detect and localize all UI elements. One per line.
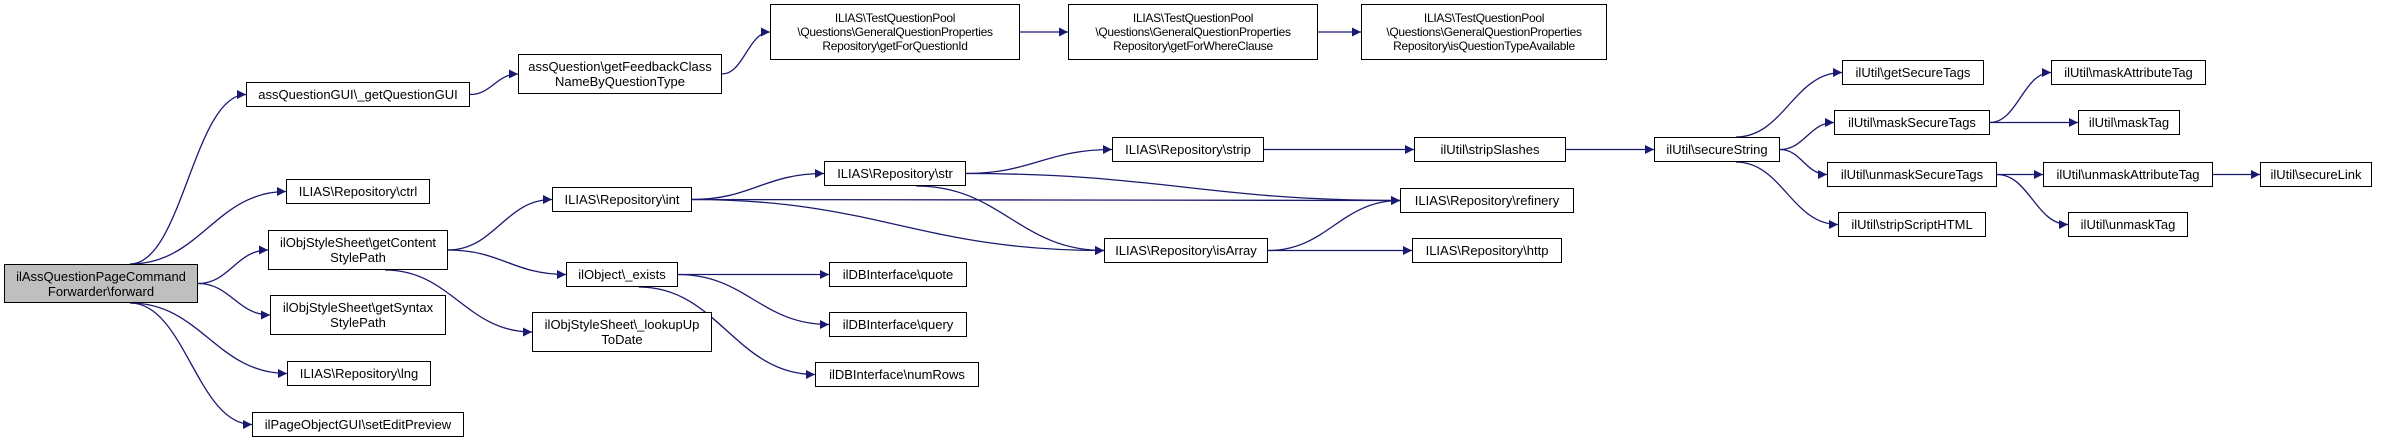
node-get-secure-tags[interactable]: ilUtil\getSecureTags (1842, 60, 1984, 85)
edge-str-to-refinery (965, 172, 1401, 205)
node-query[interactable]: ilDBInterface\query (829, 312, 967, 337)
edge-isArray-to-refinery (1267, 196, 1401, 252)
node-unmask-secure-tags[interactable]: ilUtil\unmaskSecureTags (1827, 162, 1997, 187)
edge-root-to-getSyntaxStylePath (197, 282, 271, 320)
node-strip-script-html[interactable]: ilUtil\stripScriptHTML (1838, 212, 1986, 237)
edge-root-to-getQuestionGUI (130, 90, 247, 265)
edge-getContentStylePath-to-exists (447, 249, 567, 279)
node-strip[interactable]: ILIAS\Repository\strip (1112, 137, 1264, 162)
node-is-array[interactable]: ILIAS\Repository\isArray (1104, 238, 1268, 263)
node-http[interactable]: ILIAS\Repository\http (1412, 238, 1562, 263)
node-secure-link[interactable]: ilUtil\secureLink (2260, 162, 2372, 187)
node-get-for-question-id[interactable]: ILIAS\TestQuestionPool \Questions\Genera… (770, 4, 1020, 60)
node-mask-attribute-tag[interactable]: ilUtil\maskAttributeTag (2051, 60, 2206, 85)
edge-unmaskSecureTags-to-unmaskTag (1996, 173, 2069, 229)
node-int[interactable]: ILIAS\Repository\int (552, 187, 692, 212)
node-is-question-type-available[interactable]: ILIAS\TestQuestionPool \Questions\Genera… (1361, 4, 1607, 60)
edge-int-to-str (691, 169, 825, 201)
node-root[interactable]: ilAssQuestionPageCommand Forwarder\forwa… (4, 264, 198, 303)
node-exists[interactable]: ilObject\_exists (566, 262, 678, 287)
node-get-for-where-clause[interactable]: ILIAS\TestQuestionPool \Questions\Genera… (1068, 4, 1318, 60)
node-get-content-style-path[interactable]: ilObjStyleSheet\getContent StylePath (268, 230, 448, 270)
edge-exists-to-query (677, 273, 830, 329)
node-ctrl[interactable]: ILIAS\Repository\ctrl (286, 179, 430, 204)
edge-secureString-to-stripScriptHTML (1735, 161, 1839, 229)
node-unmask-tag[interactable]: ilUtil\unmaskTag (2068, 212, 2188, 237)
edge-root-to-getContentStylePath (197, 245, 269, 285)
node-unmask-attribute-tag[interactable]: ilUtil\unmaskAttributeTag (2043, 162, 2213, 187)
edge-int-to-isArray (691, 198, 1105, 255)
node-secure-string[interactable]: ilUtil\secureString (1654, 137, 1780, 162)
edge-exists-to-numRows (638, 286, 816, 379)
edge-getContentStylePath-to-lookupUpToDate (384, 269, 533, 337)
edge-getFeedbackClass-to-getForQuestionId (721, 27, 771, 75)
node-num-rows[interactable]: ilDBInterface\numRows (815, 362, 979, 387)
edge-root-to-ctrl (130, 187, 287, 265)
node-get-syntax-style-path[interactable]: ilObjStyleSheet\getSyntax StylePath (270, 295, 446, 335)
edge-str-to-isArray (916, 185, 1105, 255)
edge-root-to-setEditPreview (130, 302, 253, 429)
edge-maskSecureTags-to-maskAttributeTag (1989, 68, 2052, 124)
edge-secureString-to-getSecureTags (1735, 68, 1843, 138)
edge-secureString-to-unmaskSecureTags (1779, 148, 1828, 179)
edge-getQuestionGUI-to-getFeedbackClass (469, 69, 519, 96)
node-lng[interactable]: ILIAS\Repository\lng (287, 361, 431, 386)
edge-secureString-to-maskSecureTags (1779, 118, 1835, 151)
node-get-question-gui[interactable]: assQuestionGUI\_getQuestionGUI (246, 82, 470, 107)
node-set-edit-preview[interactable]: ilPageObjectGUI\setEditPreview (252, 412, 464, 437)
node-refinery[interactable]: ILIAS\Repository\refinery (1400, 188, 1574, 213)
node-strip-slashes[interactable]: ilUtil\stripSlashes (1414, 137, 1566, 162)
edge-root-to-lng (130, 302, 288, 378)
node-quote[interactable]: ilDBInterface\quote (829, 262, 967, 287)
edge-getContentStylePath-to-int (447, 195, 553, 251)
edge-int-to-refinery (691, 195, 1401, 205)
node-get-feedback-class[interactable]: assQuestion\getFeedbackClass NameByQuest… (518, 54, 722, 94)
node-str[interactable]: ILIAS\Repository\str (824, 161, 966, 186)
edge-str-to-strip (965, 145, 1113, 175)
node-lookup-up-to-date[interactable]: ilObjStyleSheet\_lookupUp ToDate (532, 312, 712, 352)
node-mask-tag[interactable]: ilUtil\maskTag (2078, 110, 2180, 135)
node-mask-secure-tags[interactable]: ilUtil\maskSecureTags (1834, 110, 1990, 135)
